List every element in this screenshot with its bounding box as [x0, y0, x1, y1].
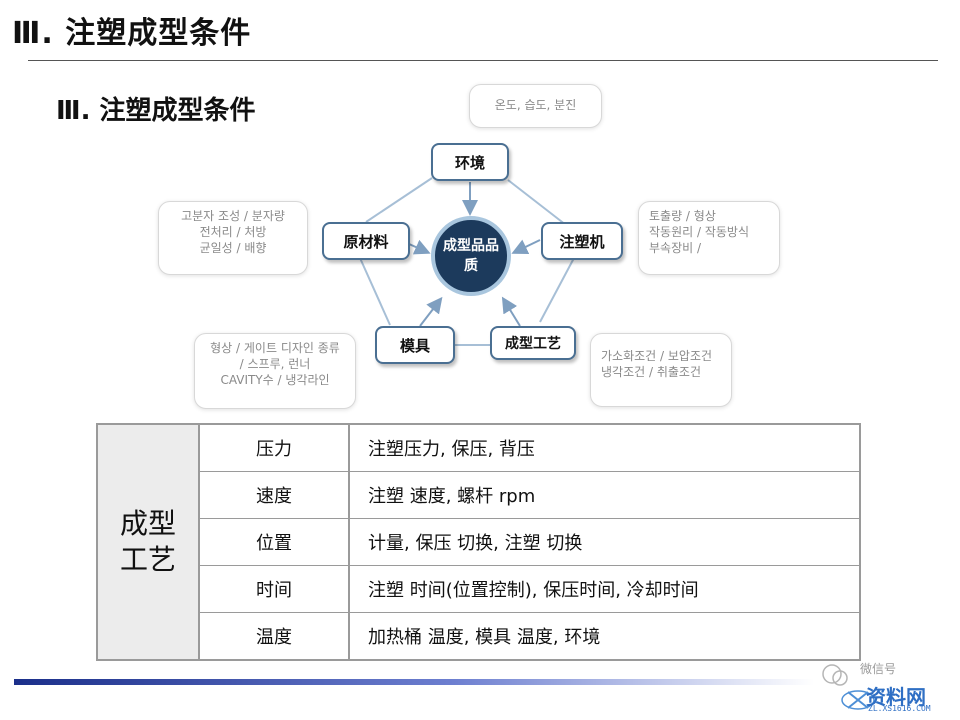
table-row-key: 温度: [200, 613, 350, 659]
watermark-main-text: 资料网: [866, 685, 926, 709]
table-row: 时间 注塑 时间(位置控制), 保压时间, 冷却时间: [200, 566, 859, 613]
table-row-key: 速度: [200, 472, 350, 518]
node-mold: 模具: [375, 326, 455, 364]
table-category-cell: 成型工艺: [98, 425, 200, 659]
table-category-label: 成型工艺: [119, 507, 176, 576]
note-machine-line: 토출량 / 형상: [649, 209, 716, 223]
note-material: 고분자 조성 / 분자량 전처리 / 처방 균일성 / 배향: [158, 201, 308, 275]
node-machine: 注塑机: [541, 222, 623, 260]
note-material-line: 균일성 / 배향: [199, 241, 267, 255]
edge-material-env: [365, 177, 433, 223]
note-machine: 토출량 / 형상 작동원리 / 작동방식 부속장비 /: [638, 201, 780, 275]
watermark-logo-icon: [822, 664, 875, 710]
table-row-key: 压力: [200, 425, 350, 471]
note-mold-line: CAVITY수 / 냉각라인: [220, 373, 330, 387]
hub-label: 成型品品质: [443, 238, 499, 274]
slide-title: Ⅲ. 注塑成型条件: [12, 16, 252, 51]
note-machine-line: 작동원리 / 작동방식: [649, 225, 749, 239]
table-row: 压力 注塑压力, 保压, 背压: [200, 425, 859, 472]
arrow-process: [501, 296, 521, 327]
section-subtitle: Ⅲ. 注塑成型条件: [56, 96, 256, 126]
node-environment: 环境: [431, 143, 509, 181]
table-row-value: 注塑 速度, 螺杆 rpm: [368, 486, 536, 507]
edge-machine-process: [539, 257, 575, 323]
title-divider: [28, 60, 938, 61]
note-machine-line: 부속장비 /: [649, 241, 702, 255]
table-row: 位置 计量, 保压 切换, 注塑 切换: [200, 519, 859, 566]
node-material: 原材料: [322, 222, 410, 260]
table-row-value: 加热桶 温度, 模具 温度, 环境: [368, 627, 601, 648]
note-process-line: 냉각조건 / 취출조건: [601, 365, 701, 379]
note-material-line: 고분자 조성 / 분자량: [181, 209, 285, 223]
edge-mold-material: [359, 257, 391, 326]
arrow-machine: [511, 239, 541, 255]
edge-env-machine: [507, 179, 567, 226]
arrow-mold: [419, 296, 443, 327]
table-row-key: 时间: [200, 566, 350, 612]
note-env-line: 온도, 습도, 분진: [494, 98, 577, 112]
table-row-value: 计量, 保压 切换, 注塑 切换: [368, 533, 583, 554]
note-process-line: 가소화조건 / 보압조건: [601, 349, 713, 363]
note-environment: 온도, 습도, 분진: [469, 84, 602, 128]
table-row-value: 注塑压力, 保压, 背压: [368, 439, 535, 460]
note-process: 가소화조건 / 보압조건 냉각조건 / 취출조건: [590, 333, 732, 407]
center-quality-hub: 成型品品质: [431, 216, 511, 296]
node-process: 成型工艺: [490, 326, 576, 360]
table-row-value: 注塑 时间(位置控制), 保压时间, 冷却时间: [368, 580, 699, 601]
note-material-line: 전처리 / 처방: [199, 225, 267, 239]
table-row-key: 位置: [200, 519, 350, 565]
watermark-top-text: 微信号: [860, 662, 897, 676]
table-row: 温度 加热桶 温度, 模具 温度, 环境: [200, 613, 859, 659]
note-mold: 형상 / 게이트 디자인 종류 / 스프루, 런너 CAVITY수 / 냉각라인: [194, 333, 356, 409]
footer-gradient-bar: [14, 679, 814, 685]
process-conditions-table: 成型工艺 压力 注塑压力, 保压, 背压 速度 注塑 速度, 螺杆 rpm 位置…: [96, 423, 861, 661]
note-mold-line: 형상 / 게이트 디자인 종류: [210, 341, 340, 355]
note-mold-line: / 스프루, 런너: [239, 357, 311, 371]
watermark-url-text: ZL.XS1616.COM: [868, 704, 931, 713]
table-row: 速度 注塑 速度, 螺杆 rpm: [200, 472, 859, 519]
